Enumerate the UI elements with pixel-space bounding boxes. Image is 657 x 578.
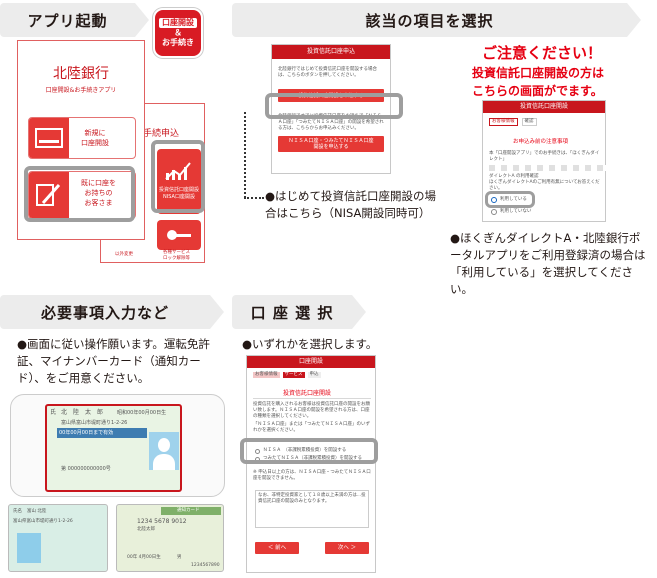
account-note: ●いずれかを選択します。 (242, 337, 378, 351)
section-title: アプリ起動 (27, 11, 108, 30)
radio-not-using-label: 利用していない (500, 209, 532, 214)
account-phone: 口座開設 お客様情報 サービス 申込 投資信託口座開設 投資信託を購入されるお客… (246, 355, 376, 573)
radio-unchecked-icon (491, 209, 497, 215)
app-icon[interactable]: 口座開設 ＆ お手続き (153, 8, 203, 58)
notice-card: 通知カード 1234 5678 9012 北陸太郎 00年 4月00日生 男 1… (116, 504, 224, 572)
radio-nisa[interactable]: ＮＩＳＡ （非課税累積投資）を開設する (255, 448, 346, 454)
tile-existing-customer[interactable]: 既に口座を お持ちの お客さま (28, 171, 136, 219)
radio-nisa-label: ＮＩＳＡ （非課税累積投資）を開設する (263, 448, 347, 453)
caution-title: ご注意ください！ (482, 44, 603, 62)
usage-question-text: ほくぎんダイレクトAのご利用有無についてお答えください。 (489, 180, 600, 191)
acct-section-title: 投資信託口座開設 (283, 390, 332, 397)
acct-step-2: サービス (282, 372, 305, 378)
section-header-select-item: 該当の項目を選択 (232, 3, 641, 37)
bank-subtitle: 口座開設&お手続きアプリ (45, 87, 117, 94)
mynumber-name: 富山 北陸 (27, 509, 47, 514)
tile-new-account-label: 新規に 口座開設 (81, 129, 109, 147)
mynumber-address: 富山県富山市堤町通り1-2-26 (13, 519, 73, 524)
acct-text2: 「ＮＩＳＡ口座」または「つみたてＮＩＳＡ口座」のいずれかを選択ください。 (253, 422, 370, 433)
notes-text: 本「口座開設アプリ」でのお手続きは、「ほくぎんダイレクト」 (489, 151, 600, 162)
notice-title: 通知カード (177, 508, 200, 513)
radio-checked-icon (491, 197, 497, 203)
enter-note: ●画面に従い操作願います。運転免許証、マイナンバーカード（通知カード）、をご用意… (17, 337, 210, 385)
radio-using-label: 利用している (500, 197, 527, 202)
caution-line2: こちらの画面がでます。 (472, 84, 603, 98)
radio-tsumitate-label: つみたてＮＩＳＡ（非課税累積投資）を開設する (263, 456, 362, 461)
behind-tile-key[interactable] (157, 220, 201, 250)
investment-apply-text1: 北陸銀行ではじめて投資信託口座を開設する場合は、こちらのボタンを押してください。 (278, 67, 377, 78)
direct-a-phone: 投資信託口座開設 お客様情報 確認 お申込み前の注意事項 本「口座開設アプリ」で… (482, 100, 607, 222)
pen-icon (36, 184, 61, 206)
app-phone-front: 北陸銀行 口座開設&お手続きアプリ 新規に 口座開設 既に口座を お持ちの お客… (17, 40, 145, 240)
acct-text4: なお、非特定投資家として１８歳以上未満の方は...投資信託口座の開設のみとなりま… (255, 490, 369, 528)
notice-foot1: 00年 4月00日生 (127, 555, 161, 560)
direct-a-header: 投資信託口座開設 (483, 101, 605, 113)
caution-line1: 投資信託口座開設の方は (472, 66, 605, 80)
highlight-investment-tile (151, 140, 205, 213)
app-icon-line1: 口座開設 (159, 18, 197, 28)
notice-title-band (161, 507, 221, 515)
license-valid: 00年00月00日まで有効 (59, 430, 114, 436)
acct-step-1: お客様情報 (253, 372, 280, 378)
license-name: 北 陸 太 郎 (61, 409, 104, 416)
step-tab-confirm: 確認 (521, 118, 537, 126)
acct-text3: ※ 申込日以上の方は、ＮＩＳＡ口座・つみたてＮＩＳＡ口座を開設できません。 (253, 470, 371, 481)
highlight-account-options (240, 438, 378, 464)
license-valid-band (57, 428, 147, 438)
license-birth: 昭和00年00月00日生 (117, 410, 167, 416)
license-name-label: 氏 (50, 409, 57, 416)
radio-not-using[interactable]: 利用していない (491, 209, 531, 215)
mynumber-photo (17, 533, 41, 563)
section-title: 必要事項入力など (40, 303, 169, 322)
account-header: 口座開設 (247, 356, 375, 368)
highlight-apply-investment (265, 93, 403, 119)
back-button[interactable]: ＜ 前へ (255, 542, 299, 554)
behind-label2: 各種サービス ロック解除等 (163, 250, 190, 261)
bankbook-icon (35, 128, 63, 148)
key-icon (167, 230, 191, 240)
tile-new-account[interactable]: 新規に 口座開設 (28, 117, 136, 159)
section-title: 口 座 選 択 (250, 303, 334, 322)
acct-text1: 投資信託を購入されるお客様は投資信託口座の開設をお願い致します。ＮＩＳＡ口座の開… (253, 402, 370, 419)
radio-nisa-icon (255, 448, 260, 454)
notice-name: 北陸太郎 (137, 527, 155, 532)
license-address: 富山県富山市堤町通り1-2-26 (61, 420, 128, 426)
behind-label1: 以外変更 (115, 252, 133, 257)
next-button[interactable]: 次へ ＞ (325, 542, 369, 554)
highlight-using (485, 191, 535, 208)
investment-apply-header: 投資信託口座申込 (272, 45, 390, 59)
apply-nisa-button[interactable]: ＮＩＳＡ口座・つみたてＮＩＳＡ口座 開設を申込する (278, 136, 384, 152)
usage-question-title: ダイレクトA の利用確認 (489, 174, 539, 179)
connector-dotted (244, 112, 246, 198)
section-header-enter-info: 必要事項入力など (0, 295, 224, 329)
mynumber-label: 氏名 (13, 509, 22, 514)
step-tab-customer: お客様情報 (489, 118, 518, 126)
wavy-cut (483, 165, 607, 171)
license-number: 第 000000000000号 (61, 466, 111, 472)
notes-title: お申込み前の注意事項 (513, 139, 569, 145)
behind-title: 手続申込 (143, 129, 180, 139)
behind-tile-investment[interactable]: 投資信託口座開設 NISA口座開設 (157, 149, 201, 214)
app-icon-line3: お手続き (162, 38, 194, 47)
section-header-app-launch: アプリ起動 (0, 3, 149, 37)
bank-name: 北陸銀行 (53, 66, 109, 82)
section-title: 該当の項目を選択 (365, 11, 494, 30)
radio-using[interactable]: 利用している (491, 197, 527, 203)
license-photo (149, 432, 179, 470)
connector-dotted-h (244, 197, 264, 199)
notice-foot2: 男 (177, 555, 182, 560)
right-note: ●ほくぎんダイレクトA・北陸銀行ポータルアプリをご利用登録済の場合は「利用してい… (450, 231, 646, 296)
mynumber-card: 氏名 富山 北陸 富山県富山市堤町通り1-2-26 (8, 504, 108, 572)
notice-code: 1234567890 (191, 563, 220, 568)
section-header-select-account: 口 座 選 択 (232, 295, 366, 329)
app-icon-line2: ＆ (174, 28, 182, 37)
mid-note: ●はじめて投資信託口座開設の場合はこちら（NISA開設同時可） (265, 189, 437, 220)
highlight-existing-customer (24, 166, 135, 222)
acct-step-3: 申込 (307, 372, 321, 378)
chart-icon (165, 162, 191, 180)
behind-tile-label: 投資信託口座開設 NISA口座開設 (158, 187, 199, 200)
notice-number: 1234 5678 9012 (137, 518, 187, 525)
tile-existing-label: 既に口座を お持ちの お客さま (81, 179, 116, 207)
license-card: 氏 北 陸 太 郎 昭和00年00月00日生 富山県富山市堤町通り1-2-26 … (45, 404, 182, 492)
